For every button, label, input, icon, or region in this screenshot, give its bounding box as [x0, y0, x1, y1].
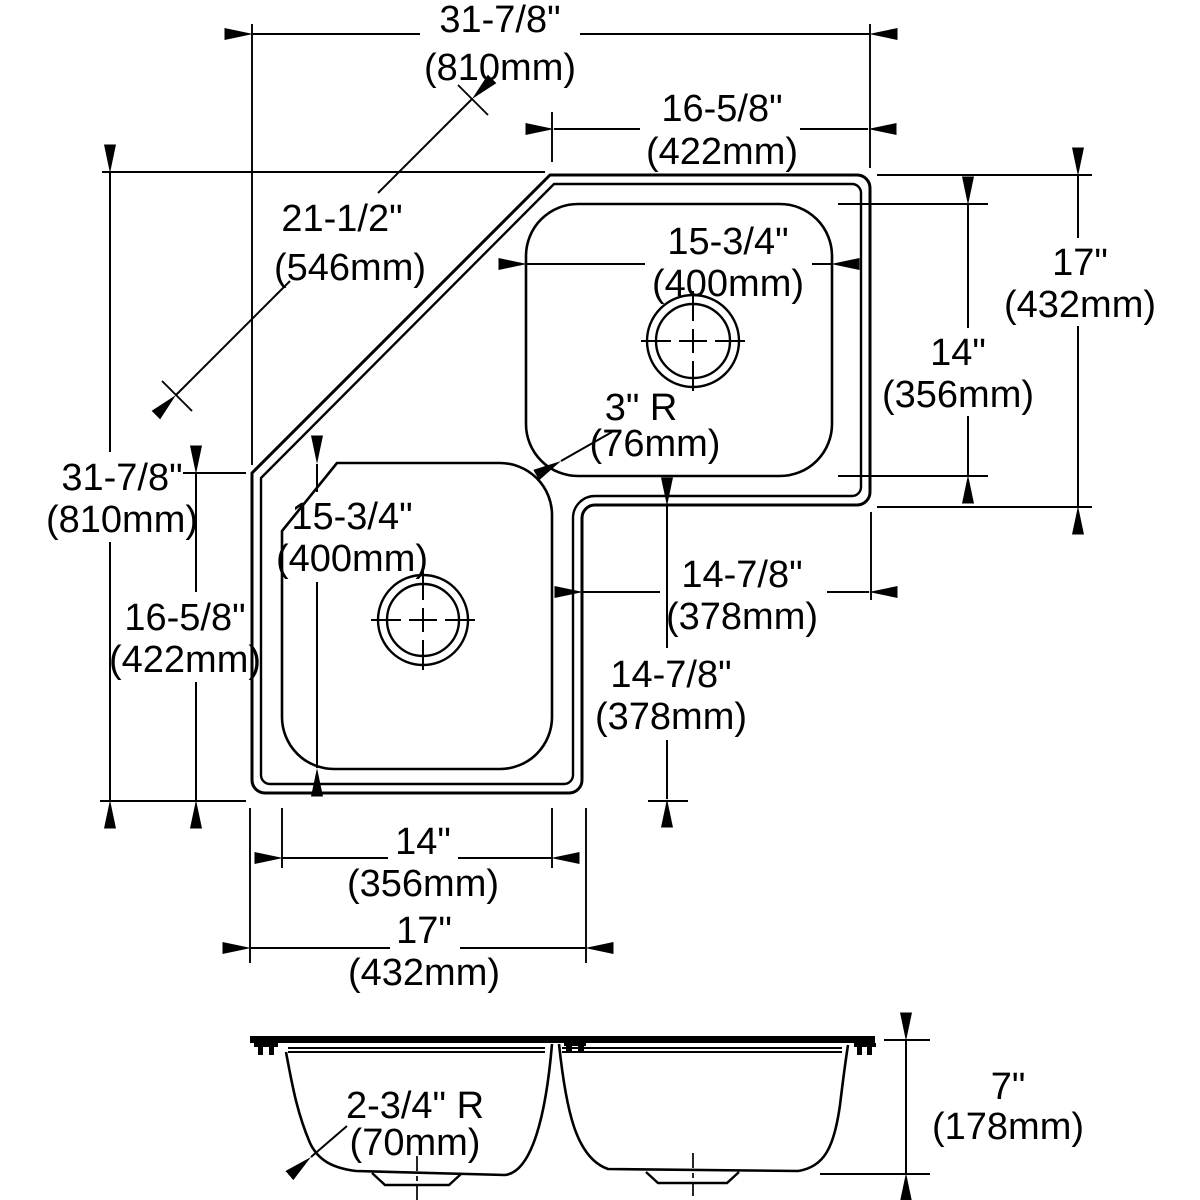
- dim-bottom-side-width: 17" (432mm): [222, 910, 614, 994]
- dim-notch-height-in: 14-7/8": [610, 654, 731, 696]
- sink-inner-rim: [259, 182, 863, 786]
- dim-corner-radius-in: 3" R: [605, 387, 678, 429]
- extension-lines: [100, 24, 1092, 1175]
- rim-bar: [250, 1036, 875, 1043]
- rim-inner-edges: [288, 1047, 842, 1053]
- dim-notch-width: 14-7/8" (378mm): [554, 554, 898, 638]
- dim-bowl-corner-radius: 3" R (76mm): [533, 387, 721, 481]
- dim-left-opening-depth: 16-5/8" (422mm): [109, 445, 261, 829]
- dim-top-opening-mm: (422mm): [646, 131, 798, 173]
- dim-bottom-side-mm: (432mm): [348, 952, 500, 994]
- dim-bottom-side-in: 17": [396, 910, 452, 952]
- dim-notch-height-mm: (378mm): [595, 696, 747, 738]
- dim-right-side-mm: (432mm): [1004, 284, 1156, 326]
- dim-right-side-in: 17": [1052, 242, 1108, 284]
- dim-left-bowl-width-mm: (356mm): [347, 863, 499, 905]
- dim-corner-radius-mm: (76mm): [590, 423, 721, 465]
- mounting-clips: [254, 1043, 876, 1055]
- dim-diagonal-in: 21-1/2": [281, 198, 402, 240]
- front-view: [250, 1036, 876, 1200]
- dim-left-bowl-depth-mm: (400mm): [276, 538, 428, 580]
- dim-overall-width-in: 31-7/8": [439, 0, 560, 41]
- right-bowl-drain: [641, 291, 745, 391]
- dim-bowl-height-mm: (178mm): [932, 1106, 1084, 1148]
- dim-top-opening-in: 16-5/8": [661, 88, 782, 130]
- dim-overall-width-mm: (810mm): [424, 47, 576, 89]
- dim-diagonal: 21-1/2" (546mm): [151, 74, 497, 420]
- dim-bowl-height-in: 7": [991, 1066, 1026, 1108]
- left-bowl-profile: [284, 1043, 554, 1177]
- dim-left-bowl-width-in: 14": [395, 821, 451, 863]
- dim-notch-width-in: 14-7/8": [681, 554, 802, 596]
- right-bowl-outline: [524, 202, 834, 478]
- dim-right-bowl-depth-mm: (356mm): [882, 374, 1034, 416]
- dim-left-opening-mm: (422mm): [109, 639, 261, 681]
- dim-left-bowl-width: 14" (356mm): [254, 821, 580, 905]
- dim-left-opening-in: 16-5/8": [124, 597, 245, 639]
- dim-bowl-bottom-radius: 2-3/4" R (70mm): [285, 1085, 484, 1181]
- dim-overall-depth-mm: (810mm): [46, 499, 198, 541]
- dim-overall-depth-in: 31-7/8": [61, 457, 182, 499]
- drain-centerlines: [416, 1153, 694, 1200]
- right-bowl-profile: [557, 1043, 850, 1173]
- dim-left-bowl-depth-in: 15-3/4": [291, 496, 412, 538]
- dim-bowl-height: 7" (178mm): [900, 1012, 1084, 1200]
- dim-top-opening-width: 16-5/8" (422mm): [525, 88, 897, 173]
- dim-right-bowl-depth-in: 14": [930, 332, 986, 374]
- dim-right-bowl-width-in: 15-3/4": [667, 221, 788, 263]
- left-bowl-drain: [371, 570, 475, 670]
- dim-overall-width: 31-7/8" (810mm): [224, 0, 898, 89]
- dim-left-bowl-depth: 15-3/4" (400mm): [276, 435, 428, 797]
- dim-right-bowl-width-mm: (400mm): [652, 263, 804, 305]
- dim-diagonal-mm: (546mm): [274, 247, 426, 289]
- dim-bowl-bottom-radius-mm: (70mm): [350, 1122, 481, 1164]
- dim-notch-width-mm: (378mm): [666, 596, 818, 638]
- dim-right-side-depth: 17" (432mm): [1004, 147, 1156, 535]
- left-drain-recess: [371, 1172, 462, 1187]
- dim-right-bowl-depth: 14" (356mm): [882, 176, 1034, 504]
- dim-bowl-bottom-radius-in: 2-3/4" R: [346, 1085, 484, 1127]
- dim-right-bowl-width: 15-3/4" (400mm): [498, 221, 860, 305]
- sink-outer-outline: [250, 173, 872, 795]
- dim-overall-depth: 31-7/8" (810mm): [46, 144, 198, 829]
- dim-notch-height: 14-7/8" (378mm): [595, 477, 747, 828]
